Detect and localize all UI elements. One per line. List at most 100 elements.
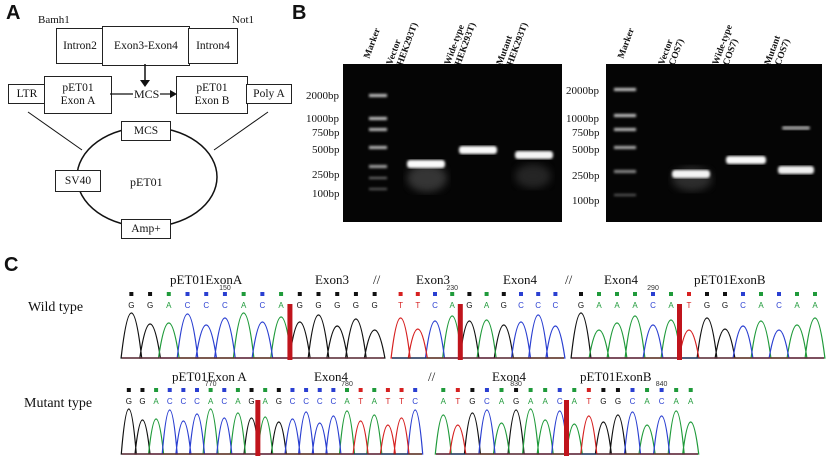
base-square xyxy=(129,292,134,296)
base-letter: C xyxy=(180,397,186,406)
base-square xyxy=(553,292,558,296)
gel1-ladder-750: 750bp xyxy=(312,127,340,139)
base-letter: C xyxy=(535,301,541,310)
base-square xyxy=(263,388,268,392)
base-letter: G xyxy=(315,301,321,310)
base-letter: A xyxy=(596,301,602,310)
base-letter: A xyxy=(263,397,269,406)
base-square xyxy=(450,292,455,296)
base-letter: C xyxy=(221,397,227,406)
amp-box: Amp+ xyxy=(121,219,171,239)
position-label: 780 xyxy=(341,381,353,388)
wild-header-exon3-a: Exon3 xyxy=(315,272,349,287)
wild-header-exon3-b: Exon3 xyxy=(416,272,450,287)
mutant-header-pet01exonb: pET01ExonB xyxy=(580,369,652,384)
position-label: 150 xyxy=(219,285,231,292)
base-square xyxy=(195,388,199,392)
sv40-box: SV40 xyxy=(55,170,101,192)
base-square xyxy=(467,292,472,296)
base-letter: G xyxy=(704,301,710,310)
junction-marker xyxy=(677,304,682,360)
base-square xyxy=(528,388,533,392)
trace-A xyxy=(572,315,826,359)
base-letter: C xyxy=(557,397,563,406)
base-letter: A xyxy=(208,397,214,406)
base-letter: A xyxy=(235,397,241,406)
pet01-exon-b-label: pET01 Exon B xyxy=(194,82,230,107)
base-letter: A xyxy=(372,397,378,406)
base-letter: A xyxy=(528,397,534,406)
base-square xyxy=(484,292,489,296)
base-letter: A xyxy=(450,301,456,310)
gel2-lane-marker: Marker xyxy=(616,26,637,60)
base-square xyxy=(249,388,254,392)
base-letter: T xyxy=(687,301,692,310)
exon3-exon4-box: Exon3-Exon4 xyxy=(102,26,190,66)
wild-type-label: Wild type xyxy=(28,300,84,315)
base-letter: C xyxy=(259,301,265,310)
base-square xyxy=(331,388,336,392)
base-square xyxy=(688,388,693,392)
gel2-ladder-250: 250bp xyxy=(572,170,600,182)
base-square xyxy=(777,292,781,296)
base-square xyxy=(586,388,591,392)
base-letter: G xyxy=(139,397,145,406)
base-square xyxy=(335,292,340,296)
base-square xyxy=(579,292,583,296)
base-letter: G xyxy=(501,301,507,310)
trace-C xyxy=(122,313,384,359)
gel1-ladder-500: 500bp xyxy=(312,144,340,156)
base-letter: C xyxy=(222,301,228,310)
base-square xyxy=(372,292,377,296)
base-square xyxy=(543,388,548,392)
gel1-lane-wildtype-text: Wide-type (HEK293T) xyxy=(443,21,479,70)
base-square xyxy=(166,292,171,296)
base-letter: A xyxy=(812,301,818,310)
base-letter: A xyxy=(572,397,578,406)
base-square xyxy=(633,292,637,296)
base-square xyxy=(601,388,606,392)
not1-label: Not1 xyxy=(232,14,254,26)
base-letter: G xyxy=(372,301,378,310)
base-square xyxy=(276,388,281,392)
base-letter: C xyxy=(432,301,438,310)
mutant-header-exon4-a: Exon4 xyxy=(314,369,348,384)
gel1-ladder-100: 100bp xyxy=(312,188,340,200)
wild-header-exon4-b: Exon4 xyxy=(604,272,638,287)
wild-header-pet01exonb: pET01ExonB xyxy=(694,272,766,287)
intron2-box: Intron2 xyxy=(56,28,104,64)
base-square xyxy=(185,292,190,296)
base-letter: C xyxy=(303,397,309,406)
base-letter: T xyxy=(455,397,460,406)
base-letter: A xyxy=(241,301,247,310)
base-square xyxy=(385,388,390,392)
intron4-box: Intron4 xyxy=(188,28,238,64)
base-letter: G xyxy=(722,301,728,310)
base-square xyxy=(297,292,302,296)
base-square xyxy=(455,388,460,392)
base-letter: C xyxy=(650,301,656,310)
base-letter: T xyxy=(385,397,390,406)
base-letter: A xyxy=(644,397,650,406)
panel-b-letter: B xyxy=(292,2,307,24)
base-square xyxy=(519,292,523,296)
gel1-ladder-250: 250bp xyxy=(312,169,340,181)
base-letter: C xyxy=(290,397,296,406)
base-letter: C xyxy=(194,397,200,406)
base-letter: G xyxy=(334,301,340,310)
junction-marker xyxy=(255,400,261,456)
base-letter: T xyxy=(398,301,403,310)
base-square xyxy=(358,388,363,392)
mutant-header-exon4-b: Exon4 xyxy=(492,369,526,384)
base-letter: A xyxy=(166,301,172,310)
pet01-exon-a-box: pET01 Exon A xyxy=(44,76,112,114)
trace-C xyxy=(122,409,424,455)
base-letter: C xyxy=(518,301,524,310)
base-letter: G xyxy=(126,397,132,406)
gel2-ladder-500: 500bp xyxy=(572,144,600,156)
base-square xyxy=(140,388,145,392)
base-square xyxy=(536,292,541,296)
